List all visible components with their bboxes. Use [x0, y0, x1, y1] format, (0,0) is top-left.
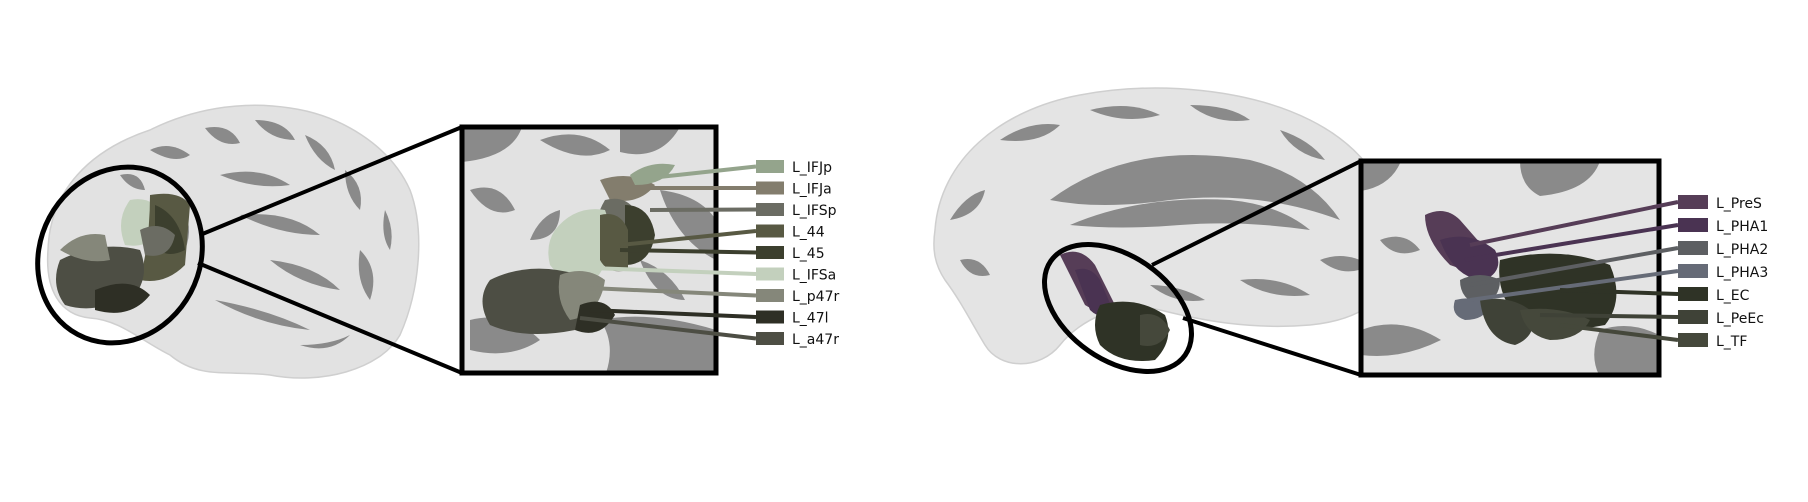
- legend-label-l_pha1: L_PHA1: [1716, 219, 1768, 235]
- leader-line-l_pha2: [1469, 246, 1679, 287]
- medial-connector-top: [1151, 159, 1362, 267]
- leader-line-l_p47r: [589, 286, 757, 298]
- medial-sulci: [950, 105, 1370, 315]
- lateral-frontal-parcels: [56, 193, 190, 313]
- leader-line-l_peec: [1539, 313, 1679, 319]
- leader-line-l_pha3: [1469, 269, 1679, 302]
- legend-label-l_47l: L_47l: [792, 311, 829, 327]
- legend-swatch-l_a47r: [756, 332, 784, 345]
- medial-connector-bottom: [1182, 316, 1362, 377]
- leader-line-l_47l: [589, 308, 757, 319]
- legend-label-l_ifja: L_IFJa: [792, 182, 832, 198]
- legend-label-l_45: L_45: [792, 246, 825, 262]
- legend-label-l_pha2: L_PHA2: [1716, 242, 1768, 258]
- lateral-legend: L_IFJpL_IFJaL_IFSpL_44L_45L_IFSaL_p47rL_…: [579, 160, 840, 348]
- legend-swatch-l_peec: [1678, 310, 1708, 324]
- leader-line-l_ifsa: [589, 266, 757, 276]
- legend-label-l_p47r: L_p47r: [792, 289, 840, 305]
- legend-swatch-l_ifjp: [756, 160, 784, 173]
- leader-line-l_ifsp: [649, 207, 757, 212]
- legend-swatch-l_pres: [1678, 195, 1708, 209]
- legend-label-l_ifsp: L_IFSp: [792, 203, 837, 219]
- medial-brain-view: [933, 87, 1397, 377]
- legend-swatch-l_pha3: [1678, 264, 1708, 278]
- leader-line-l_pres: [1469, 200, 1679, 247]
- leader-line-l_44: [619, 229, 757, 247]
- legend-swatch-l_ec: [1678, 287, 1708, 301]
- leader-line-l_ec: [1559, 288, 1679, 296]
- lateral-connector-top: [199, 125, 463, 237]
- legend-label-l_peec: L_PeEc: [1716, 311, 1764, 327]
- legend-swatch-l_pha2: [1678, 241, 1708, 255]
- legend-label-l_ec: L_EC: [1716, 288, 1750, 304]
- legend-swatch-l_ifja: [756, 181, 784, 195]
- legend-swatch-l_47l: [756, 310, 784, 324]
- medial-inset-frame: [1358, 158, 1662, 378]
- legend-label-l_pres: L_PreS: [1716, 196, 1762, 212]
- legend-label-l_44: L_44: [792, 225, 825, 241]
- lateral-brain-surface: [46, 104, 420, 379]
- lateral-brain-view: [35, 104, 463, 379]
- leader-line-l_a47r: [579, 316, 757, 341]
- legend-label-l_ifsa: L_IFSa: [792, 268, 836, 284]
- legend-label-l_pha3: L_PHA3: [1716, 265, 1768, 281]
- lateral-inset: [459, 124, 719, 376]
- legend-label-l_ifjp: L_IFJp: [792, 160, 832, 176]
- legend-swatch-l_ifsp: [756, 203, 784, 216]
- legend-swatch-l_p47r: [756, 289, 784, 302]
- medial-highlight-ellipse: [1042, 242, 1194, 374]
- leader-line-l_45: [619, 248, 757, 255]
- leader-line-l_tf: [1559, 323, 1679, 342]
- legend-swatch-l_ifsa: [756, 267, 784, 281]
- legend-label-l_a47r: L_a47r: [792, 332, 839, 348]
- medial-inset: [1358, 158, 1662, 378]
- lateral-connector-bottom: [197, 261, 463, 375]
- legend-swatch-l_tf: [1678, 333, 1708, 347]
- leader-line-l_pha1: [1464, 223, 1679, 262]
- legend-swatch-l_pha1: [1678, 218, 1708, 232]
- legend-swatch-l_44: [756, 224, 784, 238]
- lateral-highlight-ellipse: [35, 164, 205, 346]
- legend-label-l_tf: L_TF: [1716, 334, 1747, 350]
- medial-parcels: [1060, 251, 1170, 361]
- leader-line-l_ifjp: [649, 164, 757, 180]
- legend-swatch-l_45: [756, 246, 784, 259]
